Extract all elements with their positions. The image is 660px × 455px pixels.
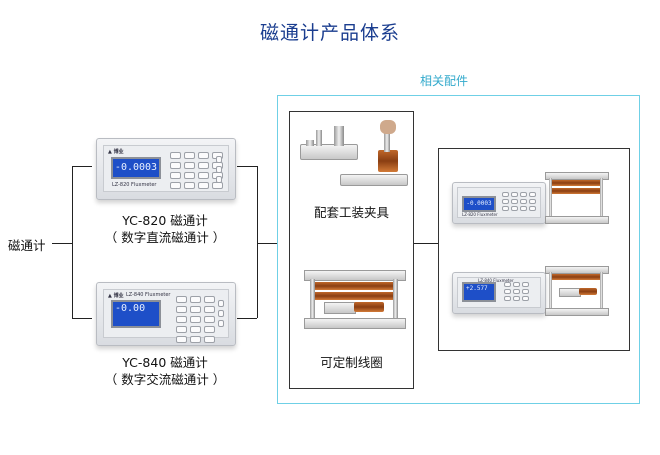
accessories-to-combo-connector xyxy=(414,243,438,244)
yc840-lcd-value: -0.00 xyxy=(115,303,146,314)
brand-logo: ▲ 博业 xyxy=(108,293,124,299)
combo-coil-image-2 xyxy=(545,266,609,318)
combo-yc820-lcd: -0.0003 xyxy=(462,196,496,212)
coil-label: 可定制线圈 xyxy=(320,355,383,370)
combo-coil-image-1 xyxy=(545,172,609,226)
yc840-keypad xyxy=(176,296,215,343)
yc820-panel-text: LZ-820 Fluxmeter xyxy=(112,182,157,188)
combo-yc840-panel-text: LZ-840 Fluxmeter xyxy=(478,278,514,283)
page-title: 磁通计产品体系 xyxy=(259,22,400,44)
fixture-label: 配套工装夹具 xyxy=(313,205,389,220)
yc820-keypad xyxy=(170,152,223,189)
coil-image xyxy=(302,268,406,338)
yc840-desc-label: （ 数字交流磁通计 ） xyxy=(104,372,226,387)
combo-yc820-panel-text: LZ-820 Fluxmeter xyxy=(462,212,498,217)
accessories-frame xyxy=(277,95,640,404)
yc820-meter-image: ▲ 博业 -0.0003 LZ-820 Fluxmeter xyxy=(96,138,236,200)
yc840-model-label: YC-840 磁通计 xyxy=(122,355,208,370)
combo-yc840-lcd: +2.577 xyxy=(462,282,496,302)
root-connector xyxy=(52,243,72,244)
root-label: 磁通计 xyxy=(8,238,46,253)
left-bracket xyxy=(72,166,73,318)
bracket-to-accessories-connector xyxy=(257,243,277,244)
yc840-panel-text: LZ-840 Fluxmeter xyxy=(126,292,171,298)
right-bracket-bottom xyxy=(237,318,257,319)
accessories-label: 相关配件 xyxy=(420,74,469,88)
yc820-lcd: -0.0003 xyxy=(111,157,161,179)
right-bracket-top xyxy=(237,166,257,167)
yc820-desc-label: （ 数字直流磁通计 ） xyxy=(104,230,226,245)
yc840-side-keys xyxy=(218,300,224,327)
right-bracket xyxy=(257,166,258,318)
yc820-model-label: YC-820 磁通计 xyxy=(122,213,208,228)
accessories-list-box xyxy=(289,111,414,389)
fixture-image xyxy=(296,118,408,194)
combo-yc820-image: -0.0003 LZ-820 Fluxmeter xyxy=(452,182,546,224)
left-bracket-bottom xyxy=(72,318,92,319)
yc820-side-keys xyxy=(216,156,222,183)
yc840-meter-image: ▲ 博业 LZ-840 Fluxmeter -0.00 xyxy=(96,282,236,346)
combo-yc840-image: +2.577 LZ-840 Fluxmeter xyxy=(452,272,546,314)
yc840-lcd: -0.00 xyxy=(111,300,161,328)
brand-logo: ▲ 博业 xyxy=(108,149,124,155)
left-bracket-top xyxy=(72,166,92,167)
combined-systems-box xyxy=(438,148,630,351)
